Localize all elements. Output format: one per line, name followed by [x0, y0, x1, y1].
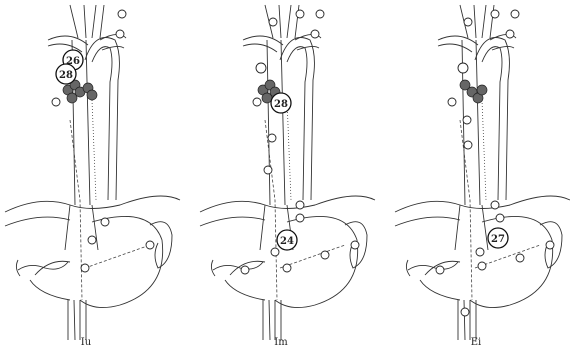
panel-im: 24 28 Im	[200, 5, 375, 348]
node-24-label: 24	[280, 236, 294, 247]
node-27-label: 27	[491, 234, 505, 245]
panel-iu: 26 28 Iu	[5, 5, 180, 348]
node-28-label: 28	[59, 70, 73, 81]
panel-ei: 27 Ei	[395, 5, 570, 348]
panel-label-iu: Iu	[81, 337, 92, 348]
node-28-label: 28	[274, 99, 288, 110]
panel-label-im: Im	[274, 337, 288, 348]
panel-label-ei: Ei	[471, 337, 482, 348]
